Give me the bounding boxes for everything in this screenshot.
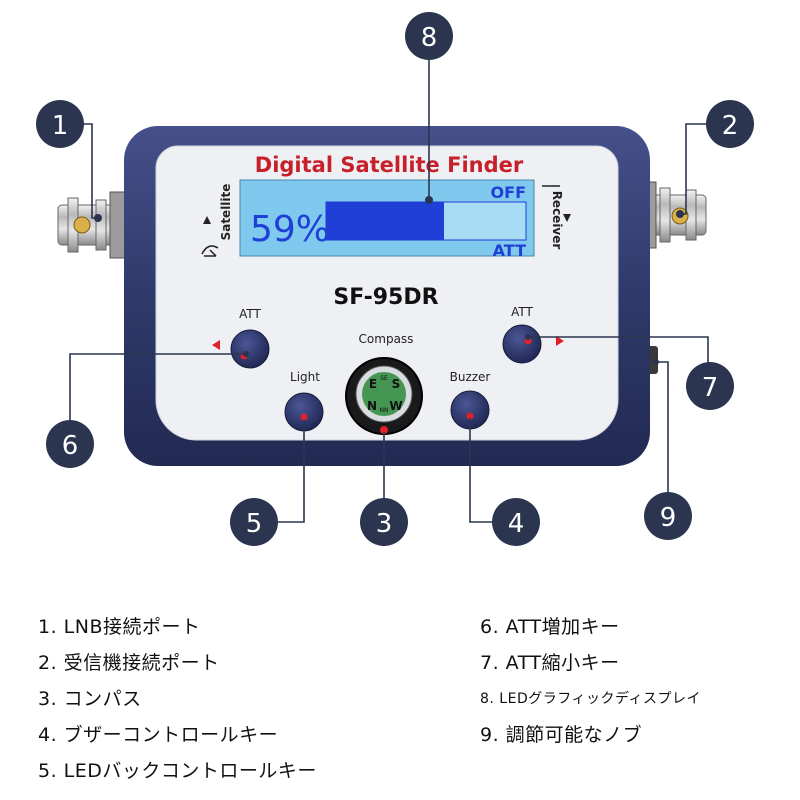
compass-red-dot-icon xyxy=(380,426,388,434)
legend-item-2: 2. 受信機接続ポート xyxy=(38,652,220,674)
callout-7-number: 7 xyxy=(702,373,719,403)
att-decrease-button[interactable] xyxy=(502,324,542,364)
legend-item-4: 4. ブザーコントロールキー xyxy=(38,724,279,746)
callout-5-number: 5 xyxy=(246,509,263,539)
callout-7: 7 xyxy=(686,362,734,410)
callout-1: 1 xyxy=(36,100,84,148)
callout-4: 4 xyxy=(492,498,540,546)
callout-4-number: 4 xyxy=(508,509,525,539)
legend-item-6: 6. ATT増加キー xyxy=(480,616,620,638)
legend-item-3: 3. コンパス xyxy=(38,688,142,710)
compass-letter-w: W xyxy=(389,399,402,413)
device-diagram: Digital Satellite Finder Satellite Recei… xyxy=(36,12,754,546)
att-right-arrow-icon xyxy=(556,336,564,346)
callout-5: 5 xyxy=(230,498,278,546)
compass-letter-n: N xyxy=(367,399,377,413)
buzzer-label: Buzzer xyxy=(450,370,491,384)
lcd-att: ATT xyxy=(493,241,526,260)
receiver-side-label: Receiver xyxy=(550,191,564,250)
model-name: SF-95DR xyxy=(333,285,438,310)
compass: E S N W SE NN xyxy=(345,357,423,435)
callout-2-number: 2 xyxy=(722,111,739,141)
legend-item-1: 1. LNB接続ポート xyxy=(38,616,201,638)
satellite-side-label: Satellite xyxy=(219,184,233,241)
legend-item-7: 7. ATT縮小キー xyxy=(480,652,620,674)
lcd-percent: 59% xyxy=(250,209,330,250)
callout-9-number: 9 xyxy=(660,503,677,533)
callout-1-number: 1 xyxy=(52,111,69,141)
legend-item-9: 9. 調節可能なノブ xyxy=(480,724,643,746)
lnb-port xyxy=(57,191,129,259)
satellite-arrow-icon xyxy=(203,216,211,224)
compass-letter-e: E xyxy=(369,377,377,391)
device-title: Digital Satellite Finder xyxy=(255,153,524,177)
att-left-arrow-icon xyxy=(212,340,220,350)
callout-6: 6 xyxy=(46,420,94,468)
legend: 1. LNB接続ポート 2. 受信機接続ポート 3. コンパス 4. ブザーコン… xyxy=(0,600,800,800)
callout-3: 3 xyxy=(360,498,408,546)
callout-dots xyxy=(94,196,684,365)
legend-item-8: 8. LEDグラフィックディスプレイ xyxy=(480,691,701,707)
att-right-label: ATT xyxy=(511,305,533,319)
callout-8: 8 xyxy=(405,12,453,60)
legend-item-5: 5. LEDバックコントロールキー xyxy=(38,760,317,782)
compass-small-nn: NN xyxy=(380,407,389,414)
satellite-dish-icon xyxy=(201,245,219,257)
callout-8-number: 8 xyxy=(421,23,438,53)
callout-2: 2 xyxy=(706,100,754,148)
lcd-signal-bar xyxy=(326,202,444,240)
callout-9: 9 xyxy=(644,492,692,540)
light-button[interactable] xyxy=(284,392,324,432)
lcd-off: OFF xyxy=(491,183,526,202)
compass-label: Compass xyxy=(359,332,414,346)
receiver-arrow-icon xyxy=(563,214,571,222)
callout-6-number: 6 xyxy=(62,431,79,461)
att-increase-button[interactable] xyxy=(230,329,270,369)
receiver-port xyxy=(639,181,707,249)
compass-small-se: SE xyxy=(380,375,388,382)
compass-letter-s: S xyxy=(392,377,401,391)
light-label: Light xyxy=(290,370,320,384)
callout-3-number: 3 xyxy=(376,509,393,539)
att-left-label: ATT xyxy=(239,307,261,321)
